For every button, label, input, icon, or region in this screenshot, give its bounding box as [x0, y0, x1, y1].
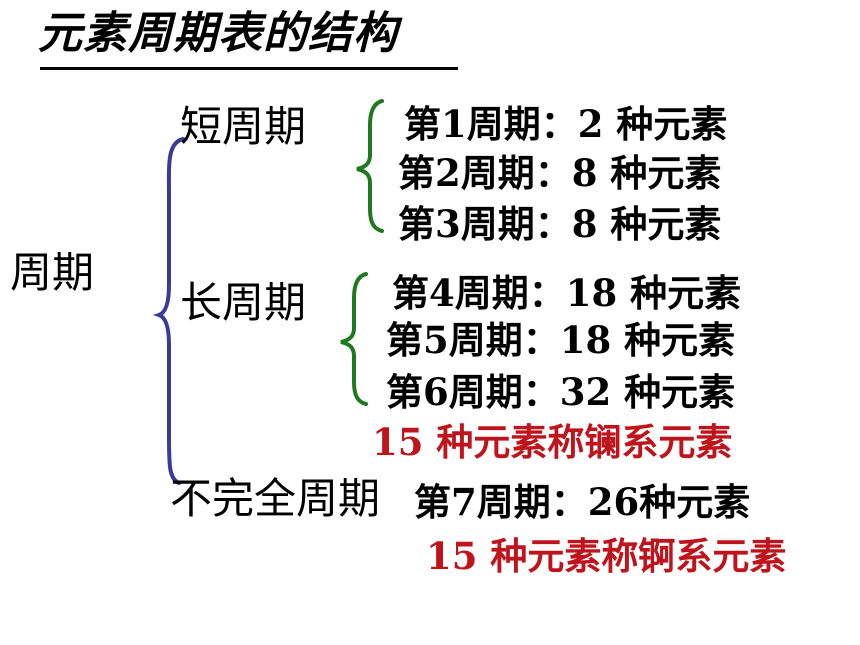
- period-5-item: 第5周期：18 种元素: [386, 318, 736, 362]
- period-6-item: 第6周期：32 种元素: [386, 370, 736, 414]
- incomplete-period-label: 不完全周期: [170, 474, 381, 523]
- long-period-label: 长周期: [180, 278, 307, 327]
- lanthanide-note: 15 种元素称镧系元素: [372, 420, 733, 464]
- period-7-item: 第7周期：26种元素: [414, 480, 751, 524]
- period-3-item: 第3周期：8 种元素: [398, 202, 722, 246]
- short-period-label: 短周期: [180, 102, 307, 151]
- period-label: 周期: [10, 248, 95, 297]
- period-4-item: 第4周期：18 种元素: [392, 271, 742, 315]
- actinide-note: 15 种元素称锕系元素: [426, 534, 787, 578]
- page-title: 元素周期表的结构: [38, 8, 398, 59]
- period-2-item: 第2周期：8 种元素: [398, 151, 722, 195]
- outer-brace: [152, 137, 185, 485]
- period-1-item: 第1周期：2 种元素: [404, 102, 728, 146]
- short-period-brace: [356, 99, 384, 233]
- title-underline: [40, 67, 458, 70]
- long-period-brace: [340, 272, 368, 406]
